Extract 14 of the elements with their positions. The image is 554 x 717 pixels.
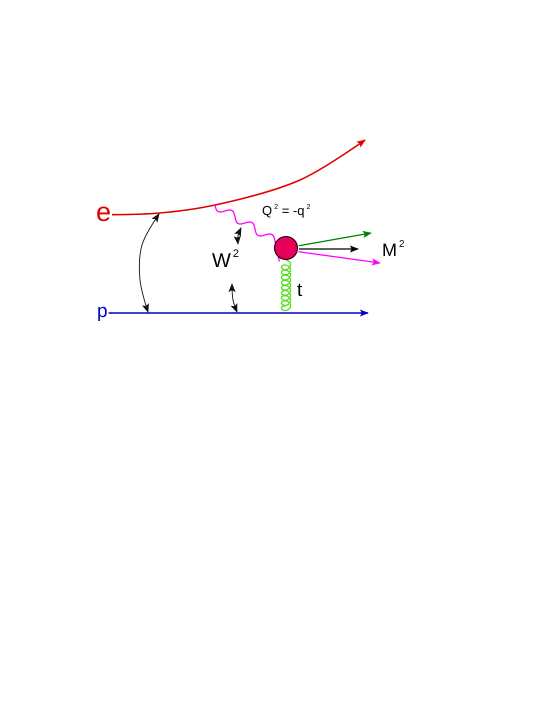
momentum-transfer-label: Q$^{2}$ = -q$^{2}$ — [262, 204, 310, 217]
interaction-blob — [274, 236, 298, 260]
arrow — [298, 251, 381, 266]
particle-label: p — [97, 302, 108, 321]
electron-line — [112, 139, 366, 216]
energy-label: W$^{2}$ — [212, 251, 240, 271]
particle-label: e — [96, 199, 112, 226]
photon-line — [214, 204, 280, 262]
arrow — [298, 245, 359, 253]
proton-line — [108, 309, 369, 317]
momentum-label: t — [297, 281, 302, 300]
gluon-line — [280, 259, 292, 312]
arrow — [298, 230, 372, 246]
particle-label: M$^{2}$ — [382, 241, 404, 259]
